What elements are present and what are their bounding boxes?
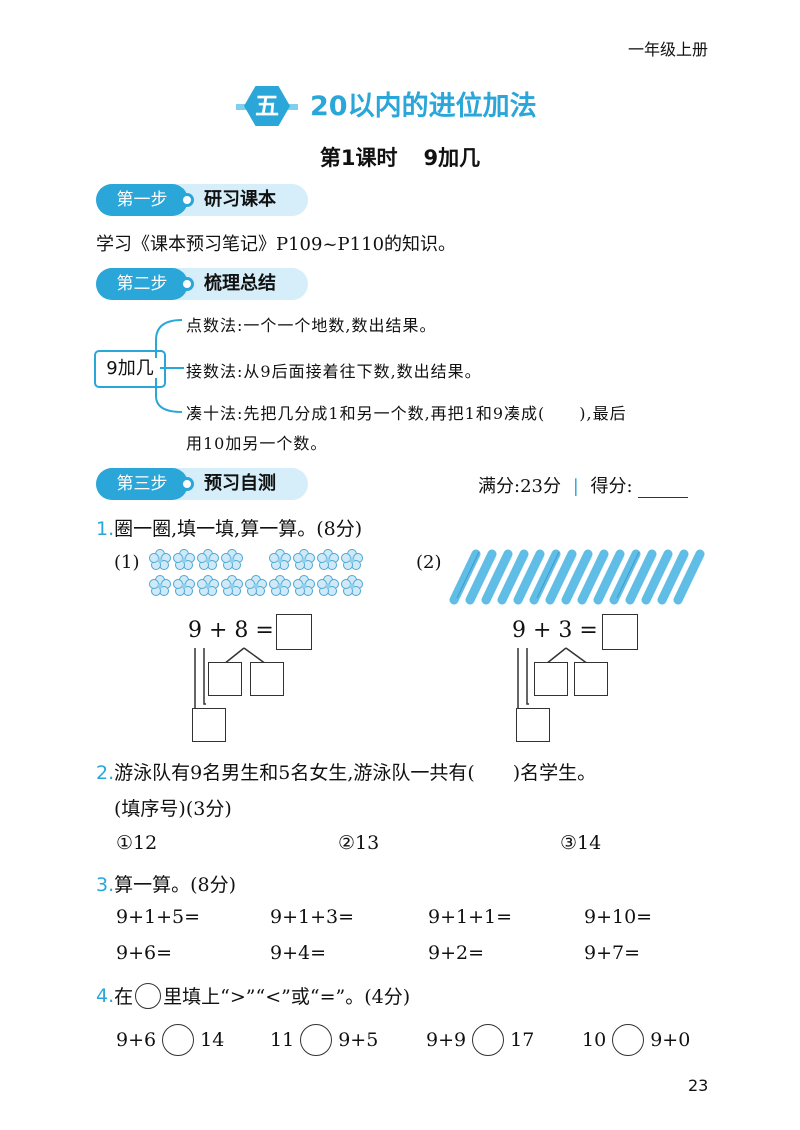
q1-number: 1. [96, 518, 115, 540]
q4-item: 9+9 17 [426, 1024, 534, 1056]
q3-calc[interactable]: 9+6= [116, 942, 173, 964]
q4-item-left: 9+6 [116, 1029, 157, 1051]
q4-item-right: 9+5 [338, 1029, 379, 1051]
q4-item-left: 11 [270, 1029, 295, 1051]
q3-calc[interactable]: 9+1+5= [116, 906, 201, 928]
method-make-ten-line1: 凑十法:先把几分成1和另一个数,再把1和9凑成( ),最后 [186, 404, 627, 423]
q2-number: 2. [96, 762, 115, 784]
q2-option-1[interactable]: ①12 [116, 832, 158, 854]
score-divider: | [572, 476, 579, 497]
q4-text-after: 里填上“>”“<”或“=”。(4分) [163, 986, 411, 1008]
q3-prompt: 3.算一算。(8分) [96, 870, 236, 897]
step1-tag: 第一步 [96, 184, 188, 216]
q4-item-left: 10 [582, 1029, 607, 1051]
q2-note: (填序号)(3分) [114, 798, 232, 820]
step3-tag: 第三步 [96, 468, 188, 500]
grade-label: 一年级上册 [627, 40, 708, 59]
q4-item: 9+6 14 [116, 1024, 224, 1056]
q1-text: 圈一圈,填一填,算一算。(8分) [114, 518, 363, 540]
q1-eq2-answer-box[interactable] [602, 614, 638, 650]
q1-eq2: 9 + 3 = [512, 618, 598, 643]
q3-calc[interactable]: 9+2= [428, 942, 485, 964]
lesson-topic: 9加几 [423, 146, 481, 170]
q4-compare-circle[interactable] [162, 1024, 195, 1056]
step3-header: 第三步 预习自测 [96, 468, 308, 500]
full-score: 满分:23分 [478, 476, 561, 497]
q1-eq2-sum-box[interactable] [516, 708, 550, 742]
step1-dot-icon [180, 193, 194, 207]
page-number: 23 [688, 1076, 709, 1095]
q3-calc[interactable]: 9+10= [584, 906, 653, 928]
step3-dot-icon [180, 477, 194, 491]
q1-eq2-split-lines [517, 647, 589, 708]
score-area: 满分:23分 | 得分: [478, 472, 689, 498]
q1-part1-label: (1) [114, 552, 140, 573]
unit-number-badge: 五 [244, 86, 290, 126]
q3-text: 算一算。(8分) [114, 874, 237, 896]
q4-compare-circle[interactable] [612, 1024, 645, 1056]
q1-eq1: 9 + 8 = [188, 618, 274, 643]
q4-item: 10 9+0 [582, 1024, 690, 1056]
q1-eq1-answer-box[interactable] [276, 614, 312, 650]
q3-calc[interactable]: 9+1+3= [270, 906, 355, 928]
lesson-period: 第1课时 [319, 146, 398, 170]
method-counting-on: 接数法:从9后面接着往下数,数出结果。 [186, 362, 482, 381]
q1-prompt: 1.圈一圈,填一填,算一算。(8分) [96, 514, 362, 541]
q4-item-right: 14 [200, 1029, 225, 1051]
q4-item-left: 9+9 [426, 1029, 467, 1051]
score-label: 得分: [590, 476, 633, 497]
q1-eq1-split-box-a[interactable] [208, 662, 242, 696]
q1-eq2-split-box-a[interactable] [534, 662, 568, 696]
flowers-group [149, 549, 363, 596]
q3-calc[interactable]: 9+7= [584, 942, 641, 964]
q3-calc[interactable]: 9+1+1= [428, 906, 513, 928]
step2-dot-icon [180, 277, 194, 291]
q3-number: 3. [96, 874, 115, 896]
q2-prompt: 2.游泳队有9名男生和5名女生,游泳队一共有( )名学生。 [96, 758, 596, 785]
q1-eq2-split-box-b[interactable] [574, 662, 608, 696]
method-make-ten-line2: 用10加另一个数。 [186, 434, 328, 453]
nine-plus-box: 9加几 [94, 350, 166, 388]
unit-title: 20以内的进位加法 [310, 91, 537, 122]
step2-tag: 第二步 [96, 268, 188, 300]
q4-text-before: 在 [114, 986, 134, 1008]
q4-compare-circle[interactable] [472, 1024, 505, 1056]
score-blank[interactable] [638, 479, 689, 498]
step1-label: 研习课本 [204, 189, 276, 210]
step1-text: 学习《课本预习笔记》P109~P110的知识。 [96, 234, 457, 255]
q4-number: 4. [96, 984, 115, 1007]
q1-eq1-split-box-b[interactable] [250, 662, 284, 696]
q4-item-right: 17 [510, 1029, 535, 1051]
q1-eq1-split-lines [194, 647, 267, 708]
q3-calc[interactable]: 9+4= [270, 942, 327, 964]
sticks-group [449, 549, 705, 605]
q1-eq1-sum-box[interactable] [192, 708, 226, 742]
step1-header: 第一步 研习课本 [96, 184, 308, 216]
lesson-title: 第1课时 9加几 [0, 142, 800, 172]
q2-option-3[interactable]: ③14 [560, 832, 602, 854]
step2-label: 梳理总结 [204, 273, 276, 294]
method-counting: 点数法:一个一个地数,数出结果。 [186, 316, 437, 335]
q4-item-right: 9+0 [650, 1029, 691, 1051]
q4-prompt: 4. 在 里填上“>”“<”或“=”。(4分) [96, 982, 410, 1009]
q4-circle-icon [135, 982, 162, 1009]
q2-option-2[interactable]: ②13 [338, 832, 380, 854]
step3-label: 预习自测 [204, 473, 276, 494]
q4-compare-circle[interactable] [300, 1024, 333, 1056]
step2-header: 第二步 梳理总结 [96, 268, 308, 300]
q1-part2-label: (2) [416, 552, 442, 573]
q2-text: 游泳队有9名男生和5名女生,游泳队一共有( )名学生。 [114, 762, 597, 784]
q4-item: 11 9+5 [270, 1024, 378, 1056]
